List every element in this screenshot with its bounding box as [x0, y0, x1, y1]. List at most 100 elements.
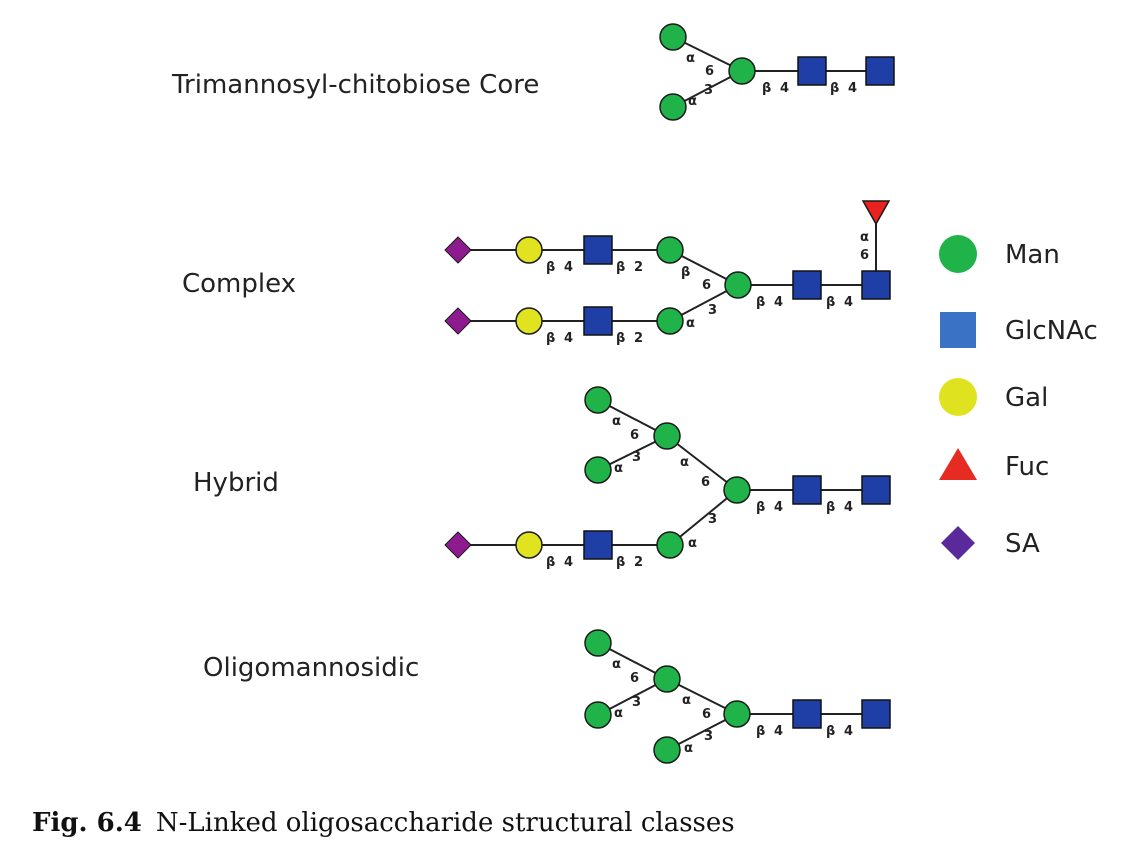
linkage-label: β — [616, 260, 625, 275]
legend-item-glcnac: GlcNAc — [940, 312, 1098, 348]
glcnac-symbol — [861, 699, 891, 729]
linkage-label: α — [614, 461, 623, 476]
glcnac-symbol — [792, 270, 822, 300]
linkage-label: 3 — [632, 450, 641, 465]
glcnac-symbol — [865, 56, 895, 86]
sa-symbol — [444, 307, 472, 335]
linkage-label: 6 — [860, 248, 869, 263]
man-symbol — [653, 736, 681, 764]
man-symbol — [584, 701, 612, 729]
gal-symbol — [515, 307, 543, 335]
linkage-label: α — [684, 741, 693, 756]
linkage-label: β — [756, 724, 765, 739]
sa-symbol — [444, 531, 472, 559]
glcnac-symbol — [583, 306, 613, 336]
linkage-label: 4 — [774, 724, 783, 739]
linkage-label: 4 — [848, 81, 857, 96]
glcnac-symbol — [797, 56, 827, 86]
gal-symbol — [515, 531, 543, 559]
linkage-label: β — [826, 724, 835, 739]
man-symbol — [656, 236, 684, 264]
structure-oligomannosidic: Oligomannosidic α 6 α 3 α 6 α 3 β 4 β 4 — [203, 629, 891, 764]
glcnac-icon — [940, 312, 976, 348]
linkage-label: 2 — [634, 555, 643, 570]
legend-item-fuc: Fuc — [939, 448, 1049, 482]
linkage-label: α — [682, 693, 691, 708]
linkage-label: 3 — [704, 729, 713, 744]
man-symbol — [653, 422, 681, 450]
linkage-label: 3 — [632, 695, 641, 710]
gal-icon — [939, 378, 977, 416]
linkage-label: β — [762, 81, 771, 96]
linkage-label: 3 — [708, 303, 717, 318]
man-symbol — [728, 57, 756, 85]
linkage-label: 2 — [634, 331, 643, 346]
man-symbol — [653, 665, 681, 693]
glcnac-symbol — [583, 530, 613, 560]
legend-item-gal: Gal — [939, 378, 1048, 416]
linkage-label: 6 — [630, 428, 639, 443]
linkage-label: α — [614, 706, 623, 721]
linkage-label: 3 — [708, 512, 717, 527]
glycosidic-bond — [666, 435, 738, 491]
figure-number: Fig. 6.4 — [32, 808, 142, 838]
man-symbol — [724, 271, 752, 299]
man-symbol — [659, 23, 687, 51]
glcnac-symbol — [792, 475, 822, 505]
linkage-label: α — [686, 316, 695, 331]
structure-complex: Complex β 4 β 2 β 6 β 4 β 2 α 3 — [182, 200, 891, 346]
linkage-label: 4 — [564, 331, 573, 346]
glcnac-symbol — [861, 475, 891, 505]
linkage-label: β — [826, 295, 835, 310]
glycosidic-bond — [669, 489, 738, 546]
structure-trimannosyl-core: Trimannosyl-chitobiose Core α 6 α 3 β 4 … — [171, 23, 895, 121]
linkage-label: α — [612, 657, 621, 672]
sa-symbol — [444, 236, 472, 264]
linkage-label: α — [612, 414, 621, 429]
linkage-label: 3 — [704, 83, 713, 98]
man-symbol — [723, 700, 751, 728]
linkage-label: 4 — [844, 500, 853, 515]
linkage-label: 4 — [774, 295, 783, 310]
linkage-label: β — [681, 265, 690, 280]
linkage-label: α — [688, 536, 697, 551]
legend-label: Fuc — [1005, 452, 1049, 482]
man-symbol — [656, 307, 684, 335]
linkage-label: α — [688, 94, 697, 109]
linkage-label: β — [546, 555, 555, 570]
structure-hybrid: Hybrid α 6 α 3 α 6 β 4 β 2 α 3 β 4 β 4 — [193, 386, 891, 570]
structure-label-hybrid: Hybrid — [193, 468, 279, 498]
linkage-label: 4 — [844, 724, 853, 739]
linkage-label: 6 — [702, 707, 711, 722]
glcnac-symbol — [861, 270, 891, 300]
man-symbol — [584, 456, 612, 484]
linkage-label: β — [616, 555, 625, 570]
linkage-label: β — [756, 295, 765, 310]
linkage-label: α — [686, 51, 695, 66]
linkage-label: 4 — [780, 81, 789, 96]
legend-item-man: Man — [939, 235, 1060, 273]
man-symbol — [659, 93, 687, 121]
linkage-label: β — [830, 81, 839, 96]
linkage-label: 6 — [702, 278, 711, 293]
legend-label: SA — [1005, 529, 1040, 559]
structure-label-oligomannosidic: Oligomannosidic — [203, 653, 419, 683]
linkage-label: β — [546, 260, 555, 275]
linkage-label: 6 — [630, 671, 639, 686]
legend-label: Gal — [1005, 383, 1048, 413]
man-icon — [939, 235, 977, 273]
man-symbol — [723, 476, 751, 504]
linkage-label: β — [546, 331, 555, 346]
linkage-label: 4 — [564, 555, 573, 570]
linkage-label: 4 — [774, 500, 783, 515]
fuc-icon — [939, 448, 977, 480]
linkage-label: 2 — [634, 260, 643, 275]
linkage-label: α — [860, 230, 869, 245]
man-symbol — [584, 629, 612, 657]
linkage-label: 6 — [705, 64, 714, 79]
legend: Man GlcNAc Gal Fuc SA — [939, 235, 1098, 560]
linkage-label: 6 — [701, 475, 710, 490]
linkage-label: 4 — [564, 260, 573, 275]
